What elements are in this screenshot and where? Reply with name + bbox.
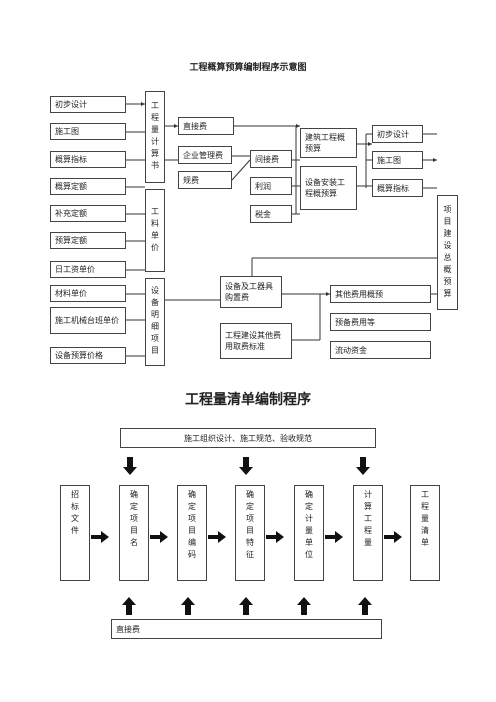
input-label: 日工资单价 — [55, 265, 95, 274]
box-label: 税金 — [255, 209, 271, 219]
input-box-equipment-price: 设备预算价格 — [50, 347, 126, 364]
step-label: 确定项目特征 — [245, 490, 255, 562]
box-label: 利润 — [255, 181, 271, 191]
box-label: 直接费 — [183, 121, 207, 131]
vbox-label: 设备明细项目 — [150, 286, 160, 358]
box-building-estimate: 建筑工程概预算 — [300, 128, 357, 158]
box-direct-cost: 直接费 — [178, 117, 234, 135]
box-label: 设备安装工程概预算 — [305, 178, 345, 198]
box-label: 间接费 — [255, 154, 279, 164]
vbox-quantity-calc: 工程量计算书 — [145, 91, 165, 183]
step-calc-quantity: 计算工程量 — [353, 485, 383, 581]
vbox-equipment-detail: 设备明细项目 — [145, 278, 165, 366]
step-label: 计算工程量 — [363, 490, 373, 550]
input-box-daily-wage: 日工资单价 — [50, 261, 126, 278]
input-box-material-price: 材料单价 — [50, 285, 126, 302]
vbox-unit-price: 工料单价 — [145, 189, 165, 272]
input-box-estimate-index: 概算指标 — [50, 151, 126, 168]
step-label: 招标文件 — [70, 490, 80, 538]
input-box-machine-shift: 施工机械台班单价 — [50, 307, 126, 334]
box-label: 设备及工器具购置费 — [225, 282, 273, 302]
bottom-bar-direct-cost: 直接费 — [111, 619, 382, 639]
box-contingency: 预备费用等 — [330, 313, 431, 331]
box-label: 项目建设总概预算 — [443, 204, 452, 301]
input-label: 预算定额 — [55, 236, 87, 245]
diagram2-title: 工程量清单编制程序 — [185, 392, 311, 408]
box-other-cost-standard: 工程建设其他费用取费标准 — [220, 323, 292, 359]
bar-label: 施工组织设计、施工规范、验收规范 — [184, 433, 312, 443]
box-tax: 税金 — [250, 205, 292, 223]
input-label: 概算定额 — [55, 182, 87, 191]
box-fees: 规费 — [178, 171, 232, 189]
box-label: 其他费用概预 — [335, 289, 383, 299]
box-label: 流动资金 — [335, 345, 367, 355]
box-profit: 利润 — [250, 177, 292, 195]
step-unit: 确定计量单位 — [294, 485, 324, 581]
step-label: 确定项目名 — [129, 490, 139, 550]
input-box-supplement-quota: 补充定额 — [50, 205, 126, 222]
input-box-preliminary-design: 初步设计 — [50, 96, 126, 113]
box-label: 规费 — [183, 175, 199, 185]
box-label: 概算指标 — [377, 183, 409, 193]
box-label: 预备费用等 — [335, 317, 375, 327]
box-indirect-cost: 间接费 — [250, 150, 292, 168]
box-enterprise-mgmt: 企业管理费 — [178, 146, 232, 164]
box-label: 建筑工程概预算 — [305, 133, 345, 153]
box-label: 初步设计 — [377, 129, 409, 139]
right-box-estimate-index: 概算指标 — [372, 179, 423, 197]
step-label: 确定项目编码 — [187, 490, 197, 562]
top-bar-specs: 施工组织设计、施工规范、验收规范 — [120, 428, 376, 448]
box-label: 工程建设其他费用取费标准 — [225, 331, 281, 351]
input-label: 施工图 — [55, 127, 79, 136]
bar-label: 直接费 — [116, 624, 140, 634]
step-label: 工程量清单 — [420, 490, 430, 550]
box-label: 企业管理费 — [183, 150, 223, 160]
vbox-label: 工程量计算书 — [150, 101, 160, 173]
box-total-estimate: 项目建设总概预算 — [437, 195, 458, 310]
right-box-preliminary-design: 初步设计 — [372, 125, 423, 143]
diagram1-title: 工程概算预算编制程序示意图 — [189, 63, 307, 73]
step-bill-of-quantities: 工程量清单 — [410, 485, 440, 581]
box-equipment-purchase: 设备及工器具购置费 — [220, 276, 282, 308]
input-label: 补充定额 — [55, 209, 87, 218]
input-label: 材料单价 — [55, 289, 87, 298]
step-label: 确定计量单位 — [304, 490, 314, 562]
box-working-capital: 流动资金 — [330, 341, 431, 359]
input-label: 初步设计 — [55, 100, 87, 109]
box-install-estimate: 设备安装工程概预算 — [300, 166, 357, 210]
right-box-construction-drawing: 施工图 — [372, 151, 423, 169]
input-box-construction-drawing: 施工图 — [50, 123, 126, 140]
step-item-name: 确定项目名 — [119, 485, 149, 581]
input-label: 设备预算价格 — [55, 351, 103, 360]
input-box-estimate-quota: 概算定额 — [50, 178, 126, 195]
step-item-code: 确定项目编码 — [177, 485, 207, 581]
step-item-feature: 确定项目特征 — [235, 485, 265, 581]
step-tender-docs: 招标文件 — [60, 485, 90, 581]
input-box-budget-quota: 预算定额 — [50, 232, 126, 249]
input-label: 施工机械台班单价 — [55, 316, 119, 325]
input-label: 概算指标 — [55, 155, 87, 164]
box-label: 施工图 — [377, 155, 401, 165]
box-other-cost-estimate: 其他费用概预 — [330, 285, 431, 303]
vbox-label: 工料单价 — [150, 206, 160, 255]
